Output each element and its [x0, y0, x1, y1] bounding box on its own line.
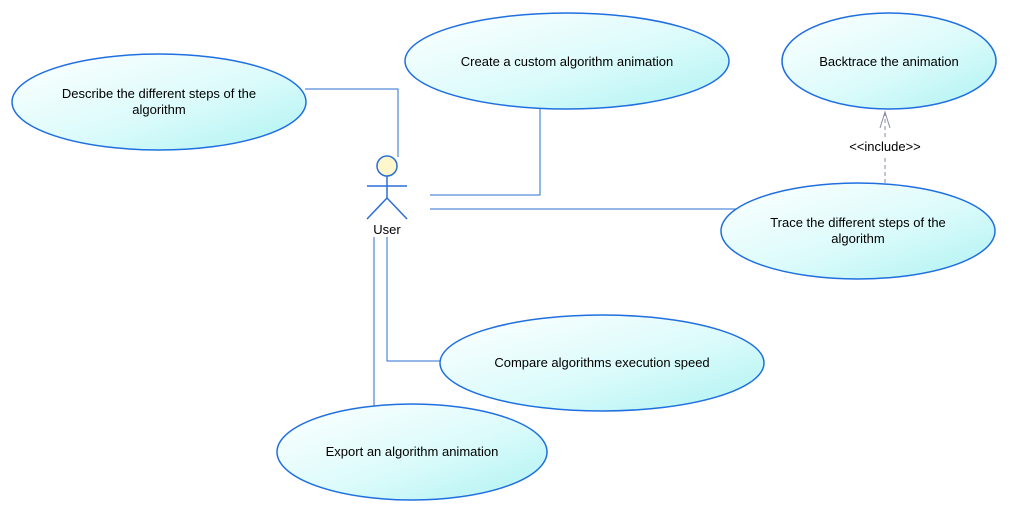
associations	[305, 88, 738, 406]
include-relation: <<include>>	[849, 110, 921, 183]
use-case-label: Create a custom algorithm animation	[461, 54, 673, 69]
use-case-describe-steps[interactable]: Describe the different steps of the algo…	[11, 53, 307, 151]
use-case-create-custom[interactable]: Create a custom algorithm animation	[404, 12, 730, 110]
use-case-label-line1: Describe the different steps of the	[62, 86, 256, 101]
include-arrowhead	[879, 110, 891, 129]
association-describe-steps	[305, 88, 399, 157]
use-case-backtrace[interactable]: Backtrace the animation	[781, 12, 997, 110]
actor-user[interactable]	[366, 155, 408, 220]
use-case-label-line2: algorithm	[831, 231, 884, 246]
actor-head	[376, 155, 398, 177]
association-create-custom	[430, 109, 541, 196]
association-compare-speed	[386, 237, 440, 362]
use-case-trace-steps[interactable]: Trace the different steps of the algorit…	[720, 182, 996, 280]
use-case-label-line2: algorithm	[132, 102, 185, 117]
include-stereotype-label: <<include>>	[849, 139, 921, 154]
use-case-label: Backtrace the animation	[819, 54, 958, 69]
actor-name: User	[373, 222, 401, 237]
use-case-compare-speed[interactable]: Compare algorithms execution speed	[439, 314, 765, 412]
use-case-label: Export an algorithm animation	[326, 444, 499, 459]
use-case-label: Compare algorithms execution speed	[494, 355, 709, 370]
actor-right-leg	[386, 197, 408, 220]
actor-left-leg	[366, 197, 388, 220]
use-case-export-animation[interactable]: Export an algorithm animation	[276, 403, 548, 501]
use-case-label-line1: Trace the different steps of the	[770, 215, 946, 230]
